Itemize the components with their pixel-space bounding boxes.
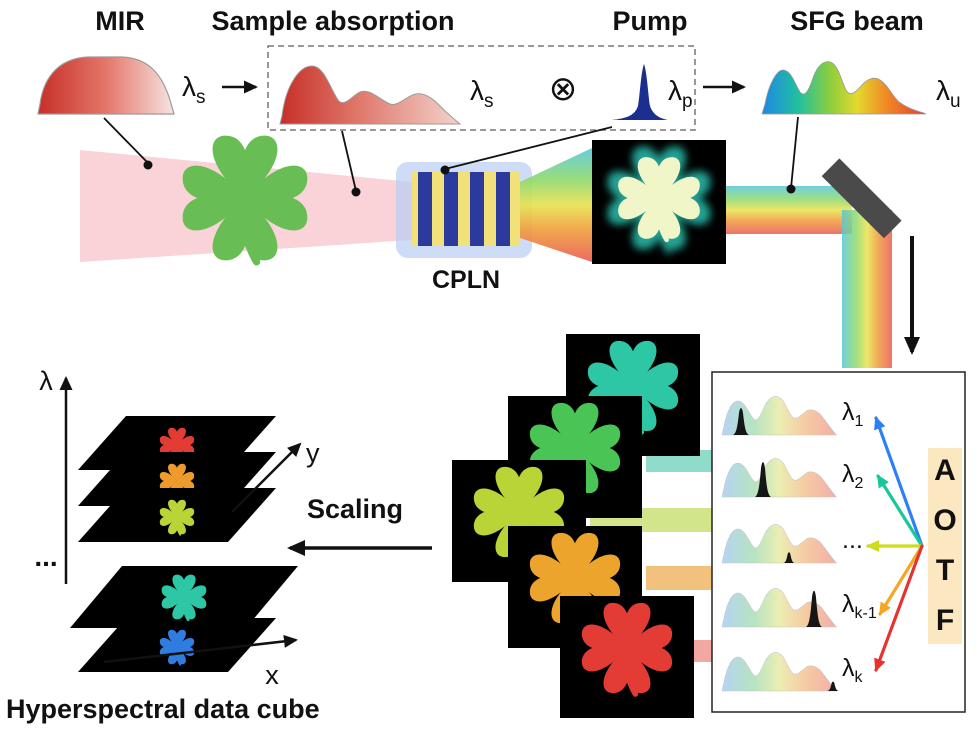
cube-caption: Hyperspectral data cube bbox=[6, 694, 320, 724]
cpln-crystal bbox=[412, 172, 520, 246]
stack-image-5 bbox=[560, 596, 694, 718]
row1-base: λ bbox=[842, 398, 855, 426]
row5-sub: k bbox=[855, 669, 864, 686]
aotf-arrow-2 bbox=[876, 474, 924, 548]
lambda-p-base: λ bbox=[668, 75, 682, 106]
aotf-letter-o: O bbox=[933, 504, 956, 537]
aotf-letter-t: T bbox=[936, 554, 954, 587]
callout-dot bbox=[786, 184, 796, 194]
scaling-label: Scaling bbox=[307, 494, 403, 524]
aotf-row-label-2: λ2 bbox=[842, 460, 864, 492]
sfg-image bbox=[592, 140, 726, 264]
callout-mir bbox=[103, 117, 149, 164]
row5-base: λ bbox=[842, 654, 855, 682]
x-axis-label: x bbox=[265, 660, 279, 690]
row3-base: ... bbox=[842, 526, 863, 554]
link-bar-red bbox=[688, 640, 713, 662]
pump-label: Pump bbox=[612, 6, 687, 36]
mir-label: MIR bbox=[95, 6, 145, 36]
rainbow-fan bbox=[520, 148, 592, 262]
rainbow-band-horizontal bbox=[726, 186, 852, 234]
aotf-letter-strip bbox=[928, 448, 962, 644]
row2-base: λ bbox=[842, 460, 855, 488]
callout-dot bbox=[440, 165, 450, 175]
cpln-stripe bbox=[444, 172, 458, 246]
callout-dot bbox=[351, 187, 361, 197]
lambda-p-label: λp bbox=[668, 75, 693, 112]
aotf-panel: A O T F λ1 λ2 ... λk-1 λk bbox=[711, 371, 966, 713]
otimes-symbol: ⊗ bbox=[549, 70, 578, 108]
aotf-letter-f: F bbox=[936, 604, 954, 637]
cpln-label: CPLN bbox=[432, 266, 500, 294]
row1-sub: 1 bbox=[855, 413, 864, 430]
cpln-stripe bbox=[470, 172, 484, 246]
cpln-stripe bbox=[418, 172, 432, 246]
row4-sub: k-1 bbox=[855, 605, 877, 622]
y-axis-label: y bbox=[306, 438, 320, 468]
mir-spectrum bbox=[37, 56, 175, 115]
lambda-s-label-2: λs bbox=[470, 75, 494, 112]
cpln-stripe bbox=[496, 172, 510, 246]
callout-lines bbox=[103, 116, 799, 192]
link-bar-orange bbox=[646, 566, 713, 590]
cube-layer-yellow bbox=[78, 488, 276, 542]
sample-absorption-label: Sample absorption bbox=[211, 6, 454, 36]
sfg-beam-label: SFG beam bbox=[790, 6, 924, 36]
sfg-spectrum bbox=[761, 61, 927, 115]
aotf-arrow-fan bbox=[866, 416, 924, 672]
aotf-row-label-1: λ1 bbox=[842, 398, 864, 430]
lambda-s-sub: s bbox=[196, 87, 206, 108]
aotf-row-label-5: λk bbox=[842, 654, 864, 686]
lambda-s-sub: s bbox=[484, 91, 494, 112]
cube-ellipsis: ... bbox=[34, 541, 57, 572]
aotf-letter-a: A bbox=[934, 454, 956, 487]
lambda-s-base: λ bbox=[470, 75, 484, 106]
callout-pump bbox=[444, 126, 613, 170]
lambda-s-label-1: λs bbox=[182, 71, 206, 108]
aotf-arrow-5 bbox=[874, 544, 924, 672]
row4-base: λ bbox=[842, 590, 855, 618]
cube-layer-teal bbox=[70, 566, 298, 628]
aotf-row-label-3: ... bbox=[842, 526, 863, 554]
lambda-u-sub: u bbox=[950, 91, 961, 112]
lambda-u-base: λ bbox=[936, 75, 950, 106]
lambda-s-base: λ bbox=[182, 71, 196, 102]
callout-dot bbox=[143, 160, 153, 170]
aotf-row-label-4: λk-1 bbox=[842, 590, 877, 622]
y-axis bbox=[231, 442, 302, 513]
lambda-axis-label: λ bbox=[39, 366, 53, 396]
x-axis bbox=[103, 634, 298, 664]
spectral-image-stack bbox=[452, 334, 700, 718]
aotf-arrow-4 bbox=[878, 544, 924, 616]
aotf-arrow-1 bbox=[874, 416, 924, 548]
sample-absorption-box bbox=[267, 45, 696, 131]
pump-peak bbox=[612, 64, 668, 120]
hyperspectral-cube: λ ... bbox=[6, 366, 320, 724]
mirror bbox=[821, 158, 902, 239]
callout-dots bbox=[143, 160, 796, 197]
lambda-u-label: λu bbox=[936, 75, 961, 112]
absorption-spectrum bbox=[279, 65, 462, 125]
callout-sample bbox=[341, 130, 357, 192]
lambda-p-sub: p bbox=[682, 91, 693, 112]
callout-sfg bbox=[790, 116, 799, 189]
row2-sub: 2 bbox=[855, 475, 864, 492]
